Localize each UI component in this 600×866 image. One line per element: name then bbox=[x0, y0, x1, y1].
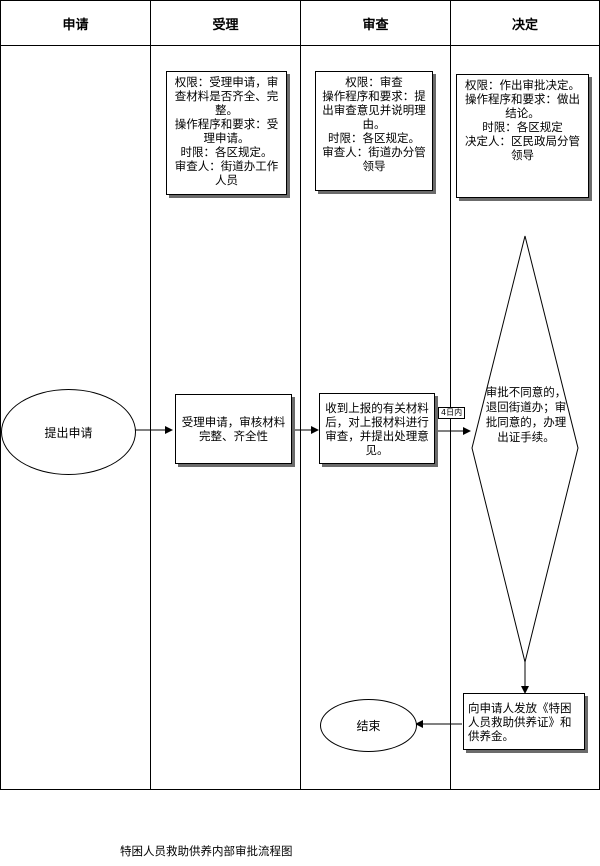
start-label: 提出申请 bbox=[44, 425, 93, 440]
info-text-accept: 权限：受理申请，审查材料是否齐全、完整。 操作程序和要求：受理申请。 时限：各区… bbox=[174, 75, 279, 187]
lane-title-apply: 申请 bbox=[1, 1, 150, 46]
diagram-caption: 特困人员救助供养内部审批流程图 bbox=[120, 844, 293, 858]
end-oval: 结束 bbox=[320, 699, 417, 752]
decision-diamond bbox=[471, 235, 579, 663]
info-box-accept: 权限：受理申请，审查材料是否齐全、完整。 操作程序和要求：受理申请。 时限：各区… bbox=[166, 71, 287, 195]
step-issue-label: 向申请人发放《特困人员救助供养证》和供养金。 bbox=[468, 700, 572, 743]
step-accept: 受理申请，审核材料完整、齐全性 bbox=[175, 394, 292, 464]
lane-title-decide: 决定 bbox=[451, 1, 599, 46]
info-text-review: 权限：审查 操作程序和要求：提出审查意见并说明理由。 时限：各区规定。 审查人：… bbox=[322, 75, 426, 173]
info-box-review: 权限：审查 操作程序和要求：提出审查意见并说明理由。 时限：各区规定。 审查人：… bbox=[315, 71, 433, 191]
step-issue: 向申请人发放《特困人员救助供养证》和供养金。 bbox=[463, 693, 585, 750]
lane-title-review: 审查 bbox=[301, 1, 450, 46]
info-box-decide: 权限：作出审批决定。 操作程序和要求：做出结论。 时限：各区规定 决定人：区民政… bbox=[456, 74, 589, 198]
lane-title-accept: 受理 bbox=[151, 1, 300, 46]
info-text-decide: 权限：作出审批决定。 操作程序和要求：做出结论。 时限：各区规定 决定人：区民政… bbox=[465, 78, 580, 162]
step-accept-label: 受理申请，审核材料完整、齐全性 bbox=[181, 415, 286, 443]
start-oval: 提出申请 bbox=[1, 389, 136, 475]
time-limit-tag: 4日内 bbox=[438, 407, 466, 419]
step-review-label: 收到上报的有关材料后，对上报材料进行审查，并提出处理意见。 bbox=[325, 400, 429, 457]
step-review: 收到上报的有关材料后，对上报材料进行审查，并提出处理意见。 bbox=[319, 393, 435, 464]
decision-label: 审批不同意的， 退回街道办；审 批同意的，办理 出证手续。 bbox=[485, 385, 567, 444]
end-label: 结束 bbox=[356, 719, 381, 733]
